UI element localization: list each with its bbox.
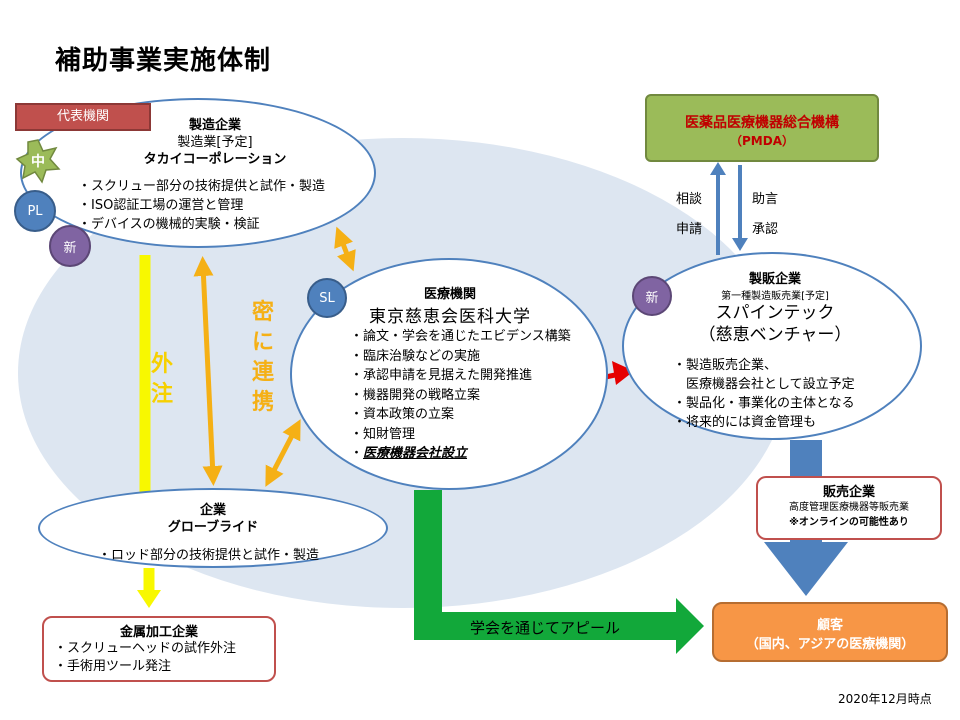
list-item: ・将来的には資金管理も	[673, 415, 817, 430]
customer-line2: （国内、アジアの医療機関）	[745, 637, 915, 652]
page-title: 補助事業実施体制	[55, 46, 272, 76]
manufacturer-name: タカイコーポレーション	[143, 152, 287, 167]
badge-new-distributor: 新	[632, 276, 672, 316]
list-item: 医療機器会社として設立予定	[673, 377, 855, 392]
list-item: ・承認申請を見据えた開発推進	[350, 368, 533, 383]
list-item: ・論文・学会を通じたエビデンス構築	[350, 329, 571, 344]
list-item: ・ISO認証工場の運営と管理	[78, 198, 244, 213]
pmda-box: 医薬品医療機器総合機構 （PMDA）	[645, 94, 879, 162]
company-oval	[38, 488, 388, 568]
company-founding-text: 医療機器会社設立	[363, 446, 468, 461]
outsourcing-arrowhead	[137, 590, 161, 608]
manufacturer-subheading: 製造業[予定]	[177, 135, 253, 150]
manufacturer-header: 製造企業 製造業[予定] タカイコーポレーション	[115, 117, 315, 168]
customer-box: 顧客 （国内、アジアの医療機関）	[712, 602, 948, 662]
date-note: 2020年12月時点	[838, 692, 932, 706]
company-founding-arrowhead	[612, 361, 634, 385]
medical-name: 東京慈恵会医科大学	[369, 307, 531, 327]
cooperation-arrow-top	[334, 226, 356, 272]
customer-line1: 顧客	[816, 618, 843, 633]
cooperation-arrow-lower	[265, 419, 301, 487]
label-apply: 申請	[676, 222, 703, 237]
metal-heading: 金属加工企業	[119, 625, 198, 640]
medical-header: 医療機関 東京慈恵会医科大学	[330, 283, 570, 327]
list-item: ・機器開発の戦略立案	[350, 387, 481, 403]
cooperation-arrow-vertical	[193, 256, 223, 486]
sales-line1: 高度管理医療機器等販売業	[789, 502, 909, 513]
badge-new-manufacturer: 新	[49, 225, 91, 267]
sales-line2: ※オンラインの可能性あり	[789, 517, 909, 528]
appeal-arrow	[414, 490, 704, 654]
list-item: ・デバイスの機械的実験・検証	[78, 217, 260, 232]
badge-pl: PL	[14, 190, 56, 232]
list-item: ・臨床治験などの実施	[350, 348, 481, 364]
outsourcing-label: 外注	[150, 352, 173, 407]
distributor-name: スパインテック	[715, 303, 835, 323]
pmda-name: 医薬品医療機器総合機構	[685, 115, 839, 131]
list-item: ・スクリュー部分の技術提供と試作・製造	[78, 179, 326, 194]
distributor-subheading: 第一種製造販売業[予定]	[721, 291, 829, 302]
distributor-heading: 製販企業	[748, 272, 801, 287]
medical-items: ・論文・学会を通じたエビデンス構築 ・臨床治験などの実施 ・承認申請を見据えた開…	[350, 327, 571, 464]
representative-label: 代表機関	[15, 103, 151, 131]
label-approval: 承認	[752, 222, 779, 237]
pmda-down-arrowhead	[732, 238, 748, 251]
list-item: ・手術用ツール発注	[54, 659, 172, 674]
distributor-items: ・製造販売企業、 医療機器会社として設立予定 ・製品化・事業化の主体となる ・将…	[673, 356, 855, 432]
distributor-name2: （慈恵ベンチャー）	[698, 325, 852, 345]
metal-box: 金属加工企業 ・スクリューヘッドの試作外注 ・手術用ツール発注	[42, 616, 276, 682]
badge-sl: SL	[307, 278, 347, 318]
sales-heading: 販売企業	[822, 485, 875, 500]
metal-items: ・スクリューヘッドの試作外注 ・手術用ツール発注	[54, 640, 274, 676]
close-cooperation-label: 密に連携	[251, 300, 274, 415]
emphasis-bullet: ・	[350, 446, 364, 461]
badge-chu: 中	[31, 154, 45, 170]
pmda-up-arrowhead	[710, 162, 726, 175]
list-item: ・資本政策の立案	[350, 407, 455, 422]
company-header: 企業 グローブライド	[113, 502, 313, 536]
star-badge	[15, 139, 61, 184]
distributor-header: 製販企業 第一種製造販売業[予定] スパインテック （慈恵ベンチャー）	[660, 268, 890, 346]
company-item: ・ロッド部分の技術提供と試作・製造	[98, 548, 320, 563]
company-name: グローブライド	[167, 520, 259, 535]
appeal-label: 学会を通じてアピール	[470, 619, 621, 637]
list-item: ・製造販売企業、	[673, 358, 778, 373]
pmda-abbr: （PMDA）	[730, 134, 794, 148]
manufacturer-heading: 製造企業	[188, 118, 241, 133]
label-consult: 相談	[676, 192, 703, 207]
list-item: ・スクリューヘッドの試作外注	[54, 641, 237, 656]
list-item: ・製品化・事業化の主体となる	[673, 396, 855, 411]
company-heading: 企業	[199, 503, 226, 518]
distributor-oval	[622, 252, 922, 440]
label-advice: 助言	[752, 192, 779, 207]
manufacturer-items: ・スクリュー部分の技術提供と試作・製造 ・ISO認証工場の運営と管理 ・デバイス…	[78, 177, 325, 234]
list-item: ・医療機器会社設立	[350, 444, 571, 464]
sales-box: 販売企業 高度管理医療機器等販売業 ※オンラインの可能性あり	[756, 476, 942, 540]
list-item: ・知財管理	[350, 426, 416, 442]
medical-heading: 医療機関	[423, 287, 476, 302]
